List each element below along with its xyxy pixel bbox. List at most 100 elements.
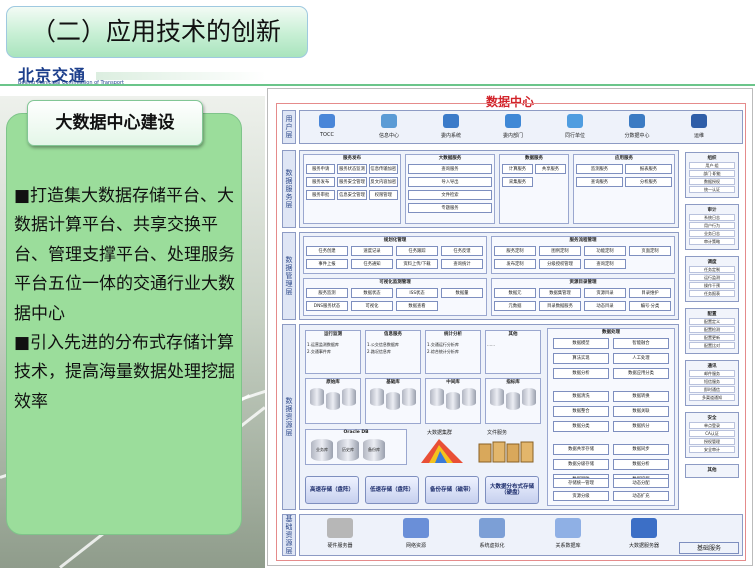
side-group-item: 配置定义 [689,318,735,325]
service-item: 共享服务 [535,164,566,174]
database-cylinder-icon [326,392,340,410]
lane-management: 数据管理层 [282,232,296,320]
infra-label: 关系数据库 [555,543,581,549]
service-item: 分析服务 [625,177,672,187]
management-item: DNS服务状态 [306,301,348,311]
management-item: 编号·分类 [629,301,671,311]
database-group-title: 统计分析 [444,332,462,337]
user-icon [443,114,459,128]
side-group-item: 配置更新 [689,334,735,341]
management-item: 元数据 [494,301,536,311]
management-item: 页面定制 [629,246,671,256]
side-group-title: 其他 [707,468,717,473]
user-label: 委内系统 [440,133,461,139]
database-cylinder-icon [386,392,400,410]
management-item: ISS状态 [396,288,438,298]
database-group: 其他 [485,330,541,374]
management-item: 数据元 [494,288,536,298]
user-icon [567,114,583,128]
logo-tagline: Beijing Municipal Commission of Transpor… [18,80,124,86]
management-side-group: 调度任务定制运行监测操作干预任务报表 [685,256,739,302]
database-group-title: 信息服务 [384,332,402,337]
management-item: 功能定制 [584,246,626,256]
processing-item: 数据共享存储 [553,444,609,455]
storage-block: 备份存储（磁带） [425,476,479,504]
management-item: 服务定制 [494,246,536,256]
service-item: 权限管理 [368,190,398,200]
side-group-item: 单点登录 [689,422,735,429]
management-side-group: 通讯邮件服务短信服务即时通信多渠道通知 [685,360,739,406]
database-cylinder-icon [446,392,460,410]
database-cylinder-icon [342,388,356,406]
management-item: 动态目录 [584,301,626,311]
database-cylinder-icon [311,439,333,461]
infra-band [299,514,743,556]
database-cylinder-icon [402,388,416,406]
storage-block: 高速存储（盘阵） [305,476,359,504]
database-group: 统计分析 [425,330,481,374]
management-item: 可视化 [351,301,393,311]
management-side-group: 配置配置定义配置检测配置更新配置比对 [685,308,739,354]
processing-item: 数据分析 [613,459,669,470]
side-group-title: 安全 [707,416,717,421]
service-item: 查询服务 [408,164,492,174]
side-group-item: 短信服务 [689,378,735,385]
processing-item: 数据分析 [553,368,609,379]
database-cylinder-icon [462,388,476,406]
lane-service: 数据服务层 [282,150,296,228]
service-item: 反文内容加密 [368,177,398,187]
side-group-item: 多渠道通知 [689,394,735,401]
lane-infra: 基础资源层 [282,514,296,556]
big-data-cluster-label: 大数据集群 [427,430,453,436]
side-group-title: 组织 [707,156,717,161]
infra-label: 网络资源 [405,543,426,549]
user-label: 委内部门 [502,133,523,139]
bullet-list: ■打造集大数据存储平台、大数据计算平台、共享交换平台、管理支撑平台、处理服务平台… [14,182,236,417]
user-label: 同行单位 [564,133,585,139]
database-cylinder-icon [430,388,444,406]
service-item: 计算服务 [502,164,533,174]
side-group-item: 即时通信 [689,386,735,393]
side-group-item: 配置检测 [689,326,735,333]
infra-icon [327,518,353,538]
management-item: 发布定制 [494,259,536,269]
diagram-title: 数据中心 [485,95,534,109]
service-group-title: 服务发布 [343,156,361,161]
side-group-item: 数据授权 [689,178,735,185]
management-group-title: 可视化监测管理 [379,280,411,285]
management-item: 事件上报 [306,259,348,269]
service-item: 服务状态监测 [337,164,367,174]
management-item: 资料上传/下载 [396,259,438,269]
logo: 北京交通 [18,66,87,85]
oracle-label: Oracle DB [343,430,369,435]
management-side-group: 其他 [685,464,739,478]
processing-item: 数据拆分 [613,421,669,432]
service-item: 采集服务 [502,177,533,187]
processing-item: 数据分类 [553,421,609,432]
database-cylinder-icon [506,392,520,410]
management-item: 数据量 [441,288,483,298]
service-group-title: 应用服务 [615,156,633,161]
service-item: 专题服务 [408,203,492,213]
service-item: 服务申请 [306,164,336,174]
infra-label: 大数据服务器 [628,543,659,549]
user-band [299,110,743,144]
database-group-title: 其他 [508,332,518,337]
database-cylinder-icon [490,388,504,406]
user-icon [691,114,707,128]
data-pyramid-icon [421,439,463,463]
processing-title: 数据处理 [602,330,620,335]
section-title: 大数据中心建设 [27,100,203,146]
infra-label: 系统虚拟化 [479,543,505,549]
store-group-title: 基础库 [386,380,400,385]
management-item: 图例定制 [539,246,581,256]
database-item: 2.路况信息库 [367,349,391,354]
service-group-title: 大数据服务 [438,156,462,161]
user-icon [505,114,521,128]
infra-label: 硬件服务器 [327,543,353,549]
bullet-item: ■打造集大数据存储平台、大数据计算平台、共享交换平台、管理支撑平台、处理服务平台… [14,186,235,324]
infra-icon [555,518,581,538]
database-cylinder-icon [337,439,359,461]
database-cylinder-icon [363,439,385,461]
processing-item: 数据分级存储 [553,459,609,470]
